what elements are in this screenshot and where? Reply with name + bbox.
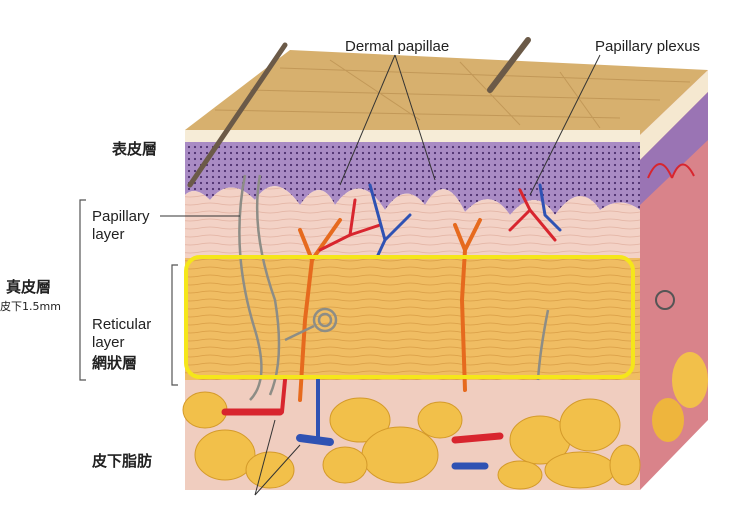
label-dermis: 真皮層 <box>6 278 52 296</box>
leader-lines <box>160 54 601 496</box>
label-reticular-layer-1: Reticular <box>92 316 152 333</box>
hair-shafts <box>187 37 531 188</box>
blood-vessels <box>221 183 562 470</box>
hypodermis-layer <box>182 380 641 490</box>
label-papillary-plexus: Papillary plexus <box>595 38 701 55</box>
layer-brackets <box>79 199 178 386</box>
label-dermis-depth: 皮下1.5mm <box>0 300 61 313</box>
label-reticular-layer-2: layer <box>92 334 125 351</box>
label-papillary-layer-1: Papillary <box>92 208 150 225</box>
label-epidermis: 表皮層 <box>112 140 158 158</box>
skin-surface <box>185 50 708 135</box>
nerve-fibers <box>238 174 550 401</box>
label-reticular-layer-zh: 網狀層 <box>92 354 138 372</box>
label-hypodermis: 皮下脂肪 <box>92 452 153 470</box>
label-papillary-layer-2: layer <box>92 226 125 243</box>
reticular-dermis <box>185 258 640 380</box>
reticular-highlight-box <box>184 255 635 379</box>
skin-side-face <box>640 70 708 490</box>
fat-lobules <box>182 391 641 490</box>
epidermis-layer <box>185 130 640 215</box>
label-dermal-papillae: Dermal papillae <box>345 38 450 55</box>
